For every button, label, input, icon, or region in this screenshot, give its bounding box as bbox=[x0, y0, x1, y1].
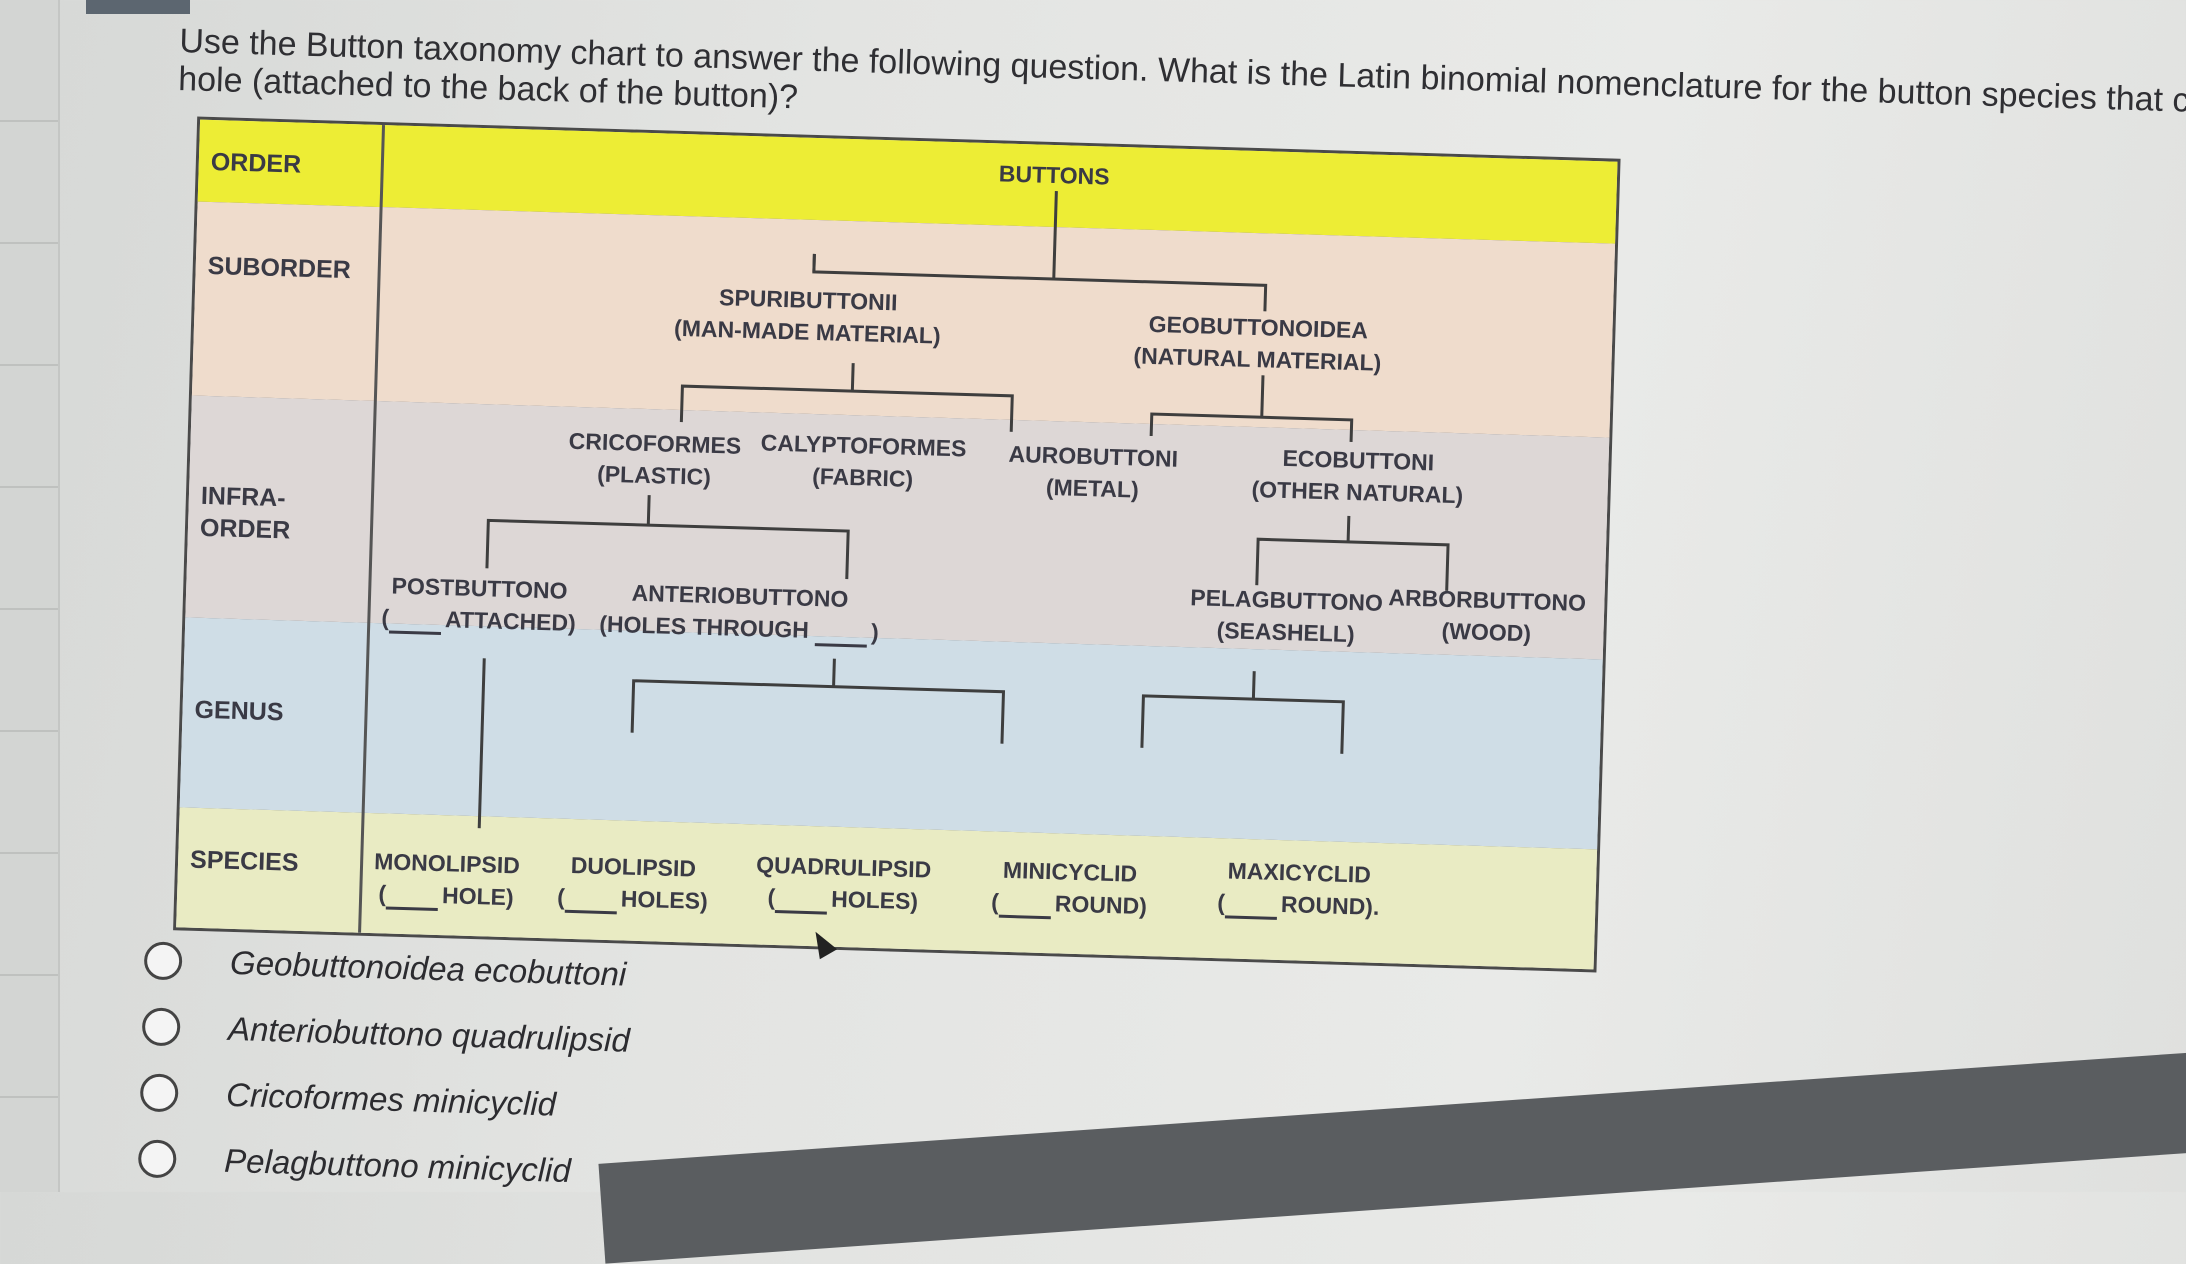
infraorder-desc: (OTHER NATURAL) bbox=[1251, 476, 1464, 509]
node-infraorder-calyptoformes: CALYPTOFORMES (FABRIC) bbox=[759, 426, 967, 496]
answer-blank bbox=[998, 894, 1052, 920]
answer-blank bbox=[774, 890, 828, 915]
answer-blank bbox=[564, 889, 618, 915]
infraorder-desc: (FABRIC) bbox=[811, 462, 914, 492]
radio-button[interactable] bbox=[137, 1139, 177, 1179]
species-name: MONOLIPSID bbox=[373, 848, 521, 879]
answer-option-label[interactable]: Geobuttonoidea ecobuttoni bbox=[229, 943, 627, 993]
species-desc-text: HOLES) bbox=[620, 885, 709, 915]
infraorder-name: CALYPTOFORMES bbox=[760, 429, 967, 462]
node-species-minicyclid: MINICYCLID (ROUND) bbox=[991, 853, 1149, 922]
answer-blank bbox=[1224, 895, 1278, 920]
answer-blank bbox=[814, 623, 868, 648]
species-desc-text: HOLES) bbox=[830, 885, 919, 915]
row-label-genus: GENUS bbox=[194, 695, 284, 727]
node-infraorder-cricoformes: CRICOFORMES (PLASTIC) bbox=[567, 425, 741, 494]
node-genus-arborbuttono: ARBORBUTTONO (WOOD) bbox=[1387, 581, 1586, 651]
taxonomy-connector-lines bbox=[477, 191, 1450, 829]
left-sidebar bbox=[0, 0, 60, 1192]
infraorder-name: CRICOFORMES bbox=[568, 427, 742, 459]
infraorder-desc: (PLASTIC) bbox=[596, 460, 712, 490]
button-taxonomy-chart: ORDER SUBORDER INFRA- ORDER GENUS SPECIE… bbox=[173, 116, 1621, 973]
top-tab-strip bbox=[86, 0, 190, 14]
species-desc: (HOLES) bbox=[557, 881, 708, 917]
node-suborder-spuributtonii: SPURIBUTTONII (MAN-MADE MATERIAL) bbox=[674, 280, 942, 352]
answer-blank bbox=[388, 610, 442, 636]
node-infraorder-ecobuttoni: ECOBUTTONI (OTHER NATURAL) bbox=[1251, 441, 1464, 511]
genus-desc: (WOOD) bbox=[1441, 617, 1532, 647]
species-desc: (HOLE) bbox=[373, 877, 520, 913]
radio-button[interactable] bbox=[139, 1073, 179, 1113]
node-root-buttons: BUTTONS bbox=[998, 160, 1110, 190]
node-species-monolipsid: MONOLIPSID (HOLE) bbox=[373, 845, 521, 913]
quiz-question-page: Use the Button taxonomy chart to answer … bbox=[137, 22, 2186, 1221]
row-label-order: ORDER bbox=[210, 147, 302, 179]
row-label-species: SPECIES bbox=[189, 845, 299, 877]
row-label-suborder: SUBORDER bbox=[207, 251, 352, 285]
node-genus-pelagbuttono: PELAGBUTTONO (SEASHELL) bbox=[1189, 581, 1383, 651]
species-desc-text: ROUND) bbox=[1054, 890, 1148, 920]
infraorder-name: AUROBUTTONI bbox=[1008, 440, 1179, 472]
answer-blank bbox=[385, 886, 439, 912]
species-desc: (ROUND) bbox=[991, 885, 1148, 922]
species-desc-text: ROUND). bbox=[1280, 891, 1380, 920]
genus-desc-text: ATTACHED) bbox=[444, 606, 577, 636]
genus-desc-close-paren: ) bbox=[870, 618, 880, 645]
species-name: QUADRULIPSID bbox=[755, 851, 932, 883]
species-desc: (ROUND). bbox=[1217, 886, 1380, 923]
answer-options: Geobuttonoidea ecobuttoni Anteriobuttono… bbox=[137, 927, 632, 1205]
node-suborder-geobuttonoidea: GEOBUTTONOIDEA (NATURAL MATERIAL) bbox=[1133, 307, 1383, 378]
node-genus-postbuttono: POSTBUTTONO (ATTACHED) bbox=[381, 569, 577, 639]
species-name: MINICYCLID bbox=[1002, 856, 1138, 887]
node-infraorder-aurobuttoni: AUROBUTTONI (METAL) bbox=[1007, 438, 1178, 507]
genus-desc: (ATTACHED) bbox=[381, 601, 576, 639]
row-label-infraorder-line2: ORDER bbox=[199, 513, 291, 545]
node-species-quadrulipsid: QUADRULIPSID (HOLES) bbox=[755, 848, 932, 917]
genus-desc: (SEASHELL) bbox=[1216, 617, 1356, 648]
species-desc: (HOLES) bbox=[755, 880, 931, 917]
answer-option-label[interactable]: Anteriobuttono quadrulipsid bbox=[227, 1009, 631, 1059]
radio-button[interactable] bbox=[143, 941, 183, 981]
species-name: DUOLIPSID bbox=[570, 851, 697, 882]
row-label-infraorder-line1: INFRA- bbox=[200, 481, 287, 513]
node-species-maxicyclid: MAXICYCLID (ROUND). bbox=[1217, 854, 1381, 923]
row-label-infraorder: INFRA- ORDER bbox=[200, 480, 292, 547]
node-genus-anteriobuttono: ANTERIOBUTTONO (HOLES THROUGH ) bbox=[599, 576, 880, 648]
answer-option-4[interactable]: Pelagbuttono minicyclid bbox=[137, 1125, 627, 1205]
answer-option-label[interactable]: Cricoformes minicyclid bbox=[225, 1075, 557, 1123]
node-species-duolipsid: DUOLIPSID (HOLES) bbox=[557, 849, 709, 917]
species-name: MAXICYCLID bbox=[1227, 857, 1372, 888]
species-desc-text: HOLE) bbox=[441, 882, 515, 911]
answer-option-label[interactable]: Pelagbuttono minicyclid bbox=[223, 1141, 572, 1190]
infraorder-desc: (METAL) bbox=[1045, 473, 1140, 503]
radio-button[interactable] bbox=[141, 1007, 181, 1047]
genus-name: ARBORBUTTONO bbox=[1388, 584, 1587, 616]
genus-desc-text: (HOLES THROUGH bbox=[598, 610, 810, 643]
